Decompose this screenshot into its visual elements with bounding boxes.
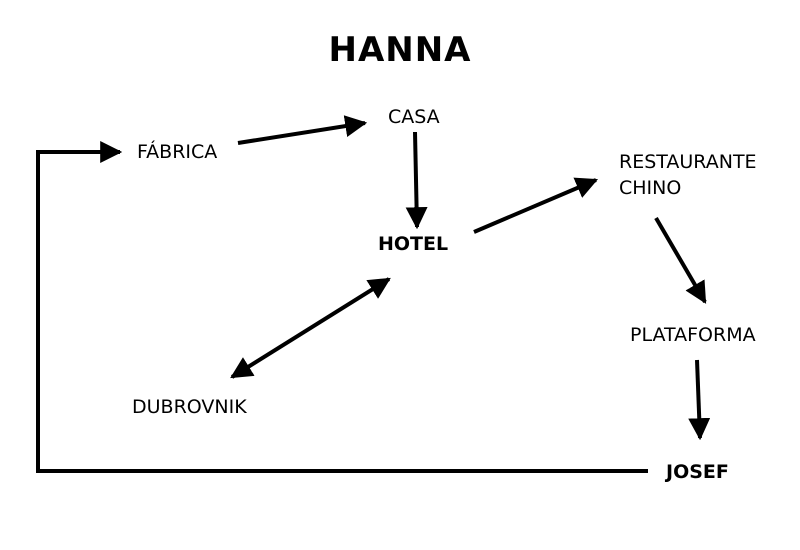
- node-restaurante-line1: RESTAURANTE: [619, 151, 757, 173]
- node-josef: JOSEF: [666, 461, 729, 483]
- diagram-title: HANNA: [328, 30, 472, 70]
- edge-josef-fabrica: [36, 141, 648, 473]
- edge-fabrica-casa: [237, 115, 368, 145]
- node-restaurante-line2: CHINO: [619, 177, 682, 199]
- edge-hotel-dubrovnik: [230, 277, 391, 379]
- node-hotel: HOTEL: [378, 233, 449, 255]
- edge-casa-hotel: [405, 131, 428, 230]
- edge-hotel-restaurante: [473, 177, 599, 234]
- node-dubrovnik: DUBROVNIK: [132, 396, 247, 418]
- node-fabrica: FÁBRICA: [137, 141, 218, 163]
- node-restaurante-chino: RESTAURANTE CHINO: [619, 149, 757, 201]
- node-plataforma: PLATAFORMA: [630, 324, 756, 346]
- edge-plataforma-josef: [688, 359, 711, 441]
- node-casa: CASA: [388, 106, 440, 128]
- edge-restaurante-plataforma: [654, 216, 707, 304]
